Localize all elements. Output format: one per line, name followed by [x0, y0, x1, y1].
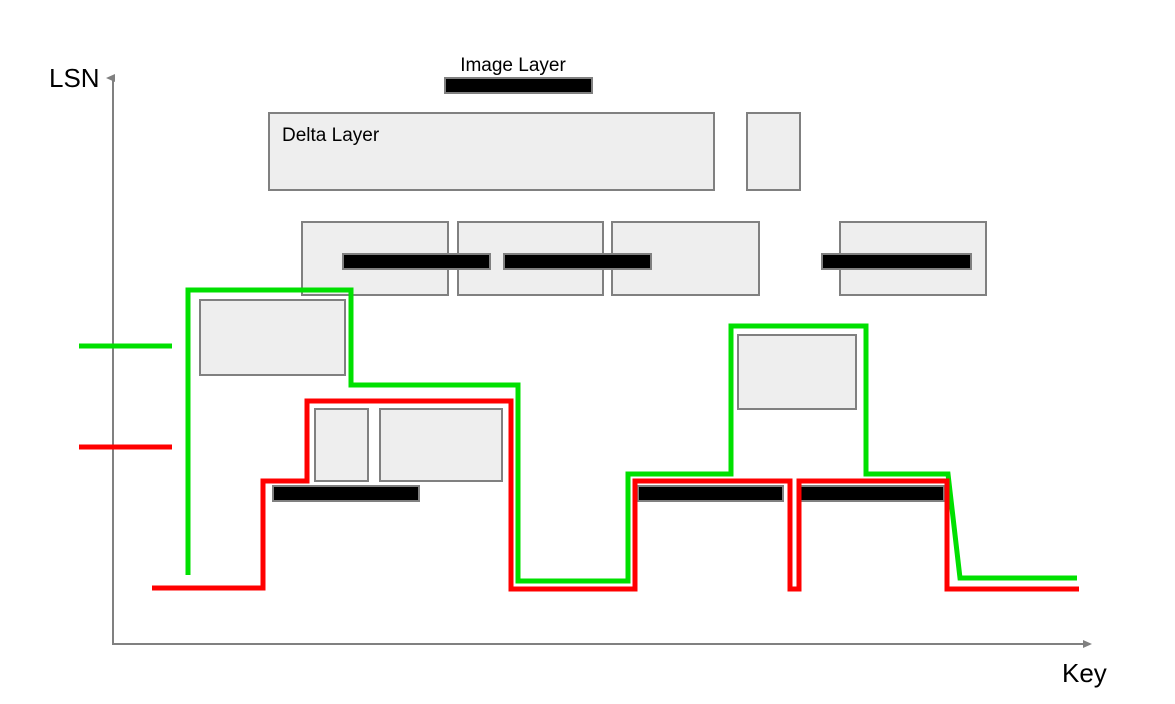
delta-layer-main[interactable]	[268, 112, 715, 191]
image-layer-mid-center[interactable]	[637, 485, 784, 502]
delta-layer-right-upper[interactable]	[737, 334, 857, 410]
image-layer-row2-c[interactable]	[821, 253, 972, 270]
image-layer-row2-a[interactable]	[342, 253, 491, 270]
delta-layer-red-wide[interactable]	[379, 408, 503, 482]
y-axis-label: LSN	[49, 63, 100, 93]
image-layer-mid-right[interactable]	[797, 485, 945, 502]
delta-layer-left-mid[interactable]	[199, 299, 346, 376]
image-layer-top[interactable]	[444, 77, 593, 94]
image-layer-bars	[272, 77, 972, 502]
image-layer-caption: Image Layer	[460, 55, 566, 76]
delta-layer-red-small[interactable]	[314, 408, 369, 482]
delta-layer-top-right-small[interactable]	[746, 112, 801, 191]
lsn-tick-group	[79, 343, 172, 450]
x-axis-label: Key	[1062, 658, 1107, 688]
image-layer-mid-left[interactable]	[272, 485, 420, 502]
green-frontier-line	[185, 287, 1077, 584]
image-layer-row2-b[interactable]	[503, 253, 652, 270]
delta-layer-caption: Delta Layer	[282, 125, 380, 146]
axes-group	[106, 74, 1092, 648]
red-frontier-line	[152, 398, 1079, 592]
